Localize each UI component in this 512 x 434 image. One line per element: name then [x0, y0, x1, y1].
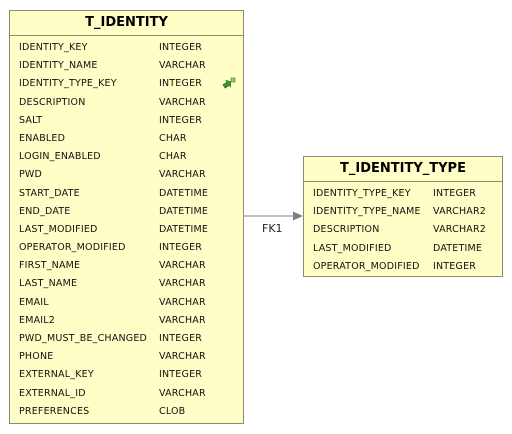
column-type: DATETIME [159, 223, 209, 235]
column-row[interactable]: END_DATE DATETIME [10, 203, 243, 221]
column-type: DATETIME [433, 242, 483, 254]
column-row[interactable]: PHONE VARCHAR [10, 348, 243, 366]
column-name: PWD [19, 169, 43, 181]
column-type: CHAR [159, 132, 187, 144]
column-type: INTEGER [159, 114, 203, 126]
column-type: INTEGER [159, 333, 203, 344]
column-name: ENABLED [19, 132, 66, 144]
column-type: VARCHAR [159, 314, 206, 326]
column-row[interactable]: ENABLED CHAR [10, 130, 243, 148]
column-name: IDENTITY_TYPE_NAME [313, 206, 421, 218]
column-type: VARCHAR [159, 60, 206, 72]
column-type: VARCHAR [159, 387, 206, 399]
column-name: DESCRIPTION [19, 96, 86, 108]
column-row[interactable]: EXTERNAL_ID VARCHAR [10, 385, 243, 403]
column-type: VARCHAR [159, 351, 206, 363]
column-row[interactable]: LOGIN_ENABLED CHAR [10, 148, 243, 166]
column-row[interactable]: EXTERNAL_KEY INTEGER [10, 366, 243, 384]
column-type: CHAR [159, 151, 187, 163]
column-row[interactable]: IDENTITY_KEY INTEGER [10, 39, 243, 57]
column-row[interactable]: EMAIL2 VARCHAR [10, 312, 243, 330]
column-row[interactable]: EMAIL VARCHAR [10, 294, 243, 312]
column-name: IDENTITY_NAME [19, 60, 98, 72]
column-row[interactable]: DESCRIPTION VARCHAR [10, 94, 243, 112]
column-name: IDENTITY_KEY [19, 42, 88, 53]
column-type: INTEGER [159, 242, 203, 254]
column-name: PHONE [19, 351, 54, 363]
column-row[interactable]: LAST_MODIFIED DATETIME [10, 221, 243, 239]
relationship-label: FK1 [262, 222, 283, 235]
column-type: CLOB [159, 405, 186, 417]
column-row[interactable]: IDENTITY_TYPE_KEY INTEGER [304, 185, 502, 203]
column-name: PWD_MUST_BE_CHANGED [19, 333, 148, 344]
column-name: END_DATE [19, 205, 71, 217]
column-name: EMAIL [19, 296, 49, 308]
column-row[interactable]: IDENTITY_NAME VARCHAR [10, 57, 243, 75]
column-name: SALT [19, 114, 43, 126]
foreign-key-icon [222, 78, 236, 89]
column-row[interactable]: DESCRIPTION VARCHAR2 [304, 221, 502, 239]
column-name: OPERATOR_MODIFIED [313, 260, 420, 272]
entity-t-identity[interactable]: T_IDENTITY IDENTITY_KEY INTEGER IDENTITY_N… [9, 10, 244, 424]
column-row[interactable]: PWD_MUST_BE_CHANGED INTEGER [10, 330, 243, 348]
column-name: PREFERENCES [19, 405, 90, 417]
arrowhead [293, 211, 303, 221]
column-row[interactable]: START_DATE DATETIME [10, 185, 243, 203]
column-row[interactable]: LAST_MODIFIED DATETIME [304, 240, 502, 258]
column-name: LAST_MODIFIED [313, 242, 392, 254]
column-row[interactable]: SALT INTEGER [10, 112, 243, 130]
column-type: VARCHAR2 [433, 224, 487, 236]
column-name: LOGIN_ENABLED [19, 151, 101, 163]
column-type: INTEGER [159, 369, 203, 381]
column-row[interactable]: FIRST_NAME VARCHAR [10, 257, 243, 275]
column-name: OPERATOR_MODIFIED [19, 242, 126, 254]
column-name: EMAIL2 [19, 314, 56, 326]
column-row[interactable]: OPERATOR_MODIFIED INTEGER [10, 239, 243, 257]
column-row[interactable]: OPERATOR_MODIFIED INTEGER [304, 258, 502, 276]
column-type: VARCHAR [159, 169, 206, 181]
entity-title: T_IDENTITY [10, 11, 243, 36]
entity-title: T_IDENTITY_TYPE [304, 157, 502, 182]
column-row[interactable]: LAST_NAME VARCHAR [10, 275, 243, 293]
column-type: INTEGER [159, 42, 203, 53]
column-type: VARCHAR [159, 260, 206, 272]
column-name: START_DATE [19, 187, 80, 199]
column-row[interactable]: IDENTITY_TYPE_KEY INTEGER [10, 75, 243, 93]
column-type: VARCHAR2 [433, 206, 487, 218]
column-row[interactable]: PREFERENCES CLOB [10, 403, 243, 421]
column-name: LAST_MODIFIED [19, 223, 98, 235]
column-name: IDENTITY_TYPE_KEY [313, 188, 411, 199]
column-name: FIRST_NAME [19, 260, 81, 272]
column-name: LAST_NAME [19, 278, 78, 290]
column-type: VARCHAR [159, 96, 206, 108]
column-list: IDENTITY_TYPE_KEY INTEGER IDENTITY_TYPE_NA… [304, 182, 502, 276]
column-name: EXTERNAL_KEY [19, 369, 94, 381]
column-type: INTEGER [433, 260, 477, 272]
column-name: IDENTITY_TYPE_KEY [19, 78, 117, 90]
column-type: DATETIME [159, 205, 209, 217]
column-type: VARCHAR [159, 278, 206, 290]
column-name: DESCRIPTION [313, 224, 380, 236]
column-row[interactable]: PWD VARCHAR [10, 166, 243, 184]
column-type: INTEGER [433, 188, 477, 199]
column-row[interactable]: IDENTITY_TYPE_NAME VARCHAR2 [304, 203, 502, 221]
column-name: EXTERNAL_ID [19, 387, 86, 399]
column-type: DATETIME [159, 187, 209, 199]
column-type: VARCHAR [159, 296, 206, 308]
column-type: INTEGER [159, 78, 203, 90]
entity-t-identity-type[interactable]: T_IDENTITY_TYPE IDENTITY_TYPE_KEY INTEGER… [303, 156, 503, 277]
